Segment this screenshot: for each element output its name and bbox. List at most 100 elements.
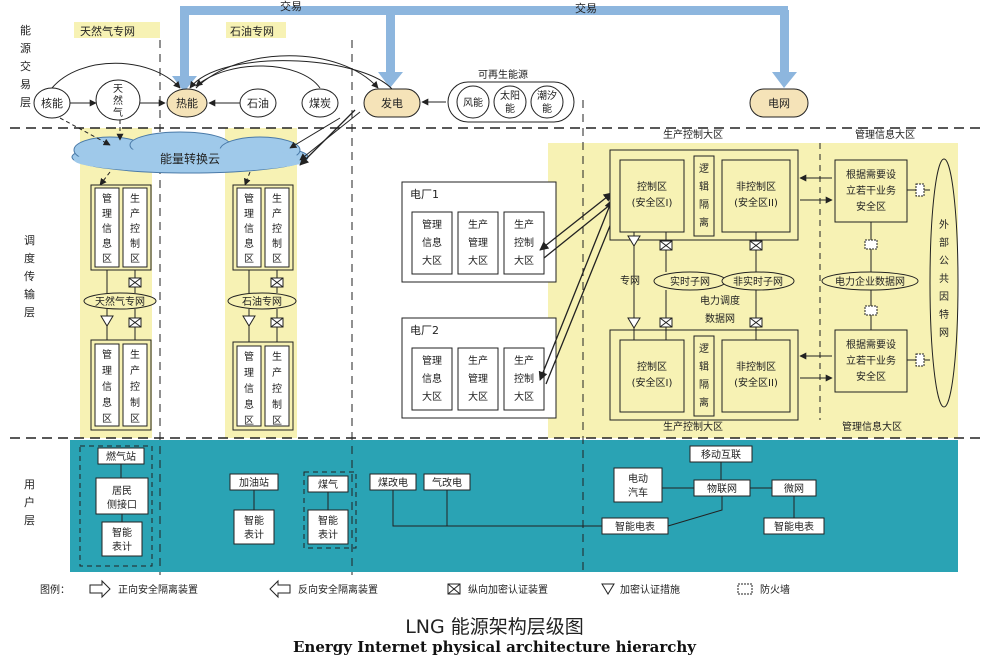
svg-text:源: 源 <box>20 41 31 55</box>
svg-text:实时子网: 实时子网 <box>670 275 710 288</box>
svg-text:逻: 逻 <box>699 343 709 355</box>
svg-text:纵向加密认证装置: 纵向加密认证装置 <box>468 583 548 596</box>
svg-text:制: 制 <box>130 237 140 250</box>
svg-text:正向安全隔离装置: 正向安全隔离装置 <box>118 583 198 596</box>
svg-text:管理: 管理 <box>468 372 488 385</box>
svg-text:加油站: 加油站 <box>239 476 269 489</box>
svg-text:移动互联: 移动互联 <box>701 448 741 461</box>
svg-text:控: 控 <box>130 222 140 235</box>
svg-text:气改电: 气改电 <box>432 476 462 489</box>
firewall-icon <box>737 583 753 595</box>
svg-text:离: 离 <box>699 396 709 409</box>
svg-text:智能: 智能 <box>112 526 132 539</box>
svg-text:控: 控 <box>130 380 140 393</box>
svg-text:表计: 表计 <box>244 528 264 541</box>
svg-text:信: 信 <box>244 383 254 395</box>
legend: 图例： 正向安全隔离装置 反向安全隔离装置 纵向加密认证装置 加密认证措施 防火… <box>40 579 790 599</box>
mgmt-info-area-top-label: 管理信息大区 <box>855 128 915 141</box>
svg-text:智能: 智能 <box>244 514 264 527</box>
caption-en: Energy Internet physical architecture hi… <box>292 638 697 656</box>
svg-text:制: 制 <box>130 396 140 409</box>
svg-text:控制区: 控制区 <box>637 360 667 373</box>
svg-text:输: 输 <box>24 287 35 301</box>
power-plant-2: 电厂2 管理 信息 大区 生产 管理 大区 生产 控制 大区 <box>401 317 557 419</box>
svg-text:用: 用 <box>24 478 35 491</box>
svg-text:控: 控 <box>272 222 282 235</box>
svg-text:户: 户 <box>24 495 35 509</box>
svg-text:生产: 生产 <box>514 218 534 231</box>
svg-text:大区: 大区 <box>468 254 488 267</box>
user-layer-band <box>70 440 958 572</box>
svg-text:石油: 石油 <box>247 96 269 110</box>
svg-text:发电: 发电 <box>381 96 403 110</box>
svg-text:制: 制 <box>272 237 282 250</box>
svg-text:电动: 电动 <box>628 472 648 485</box>
grid-lower-block: 控制区 (安全区I) 逻 辑 隔 离 非控制区 (安全区II) <box>609 329 799 421</box>
svg-text:燃气站: 燃气站 <box>106 450 136 463</box>
svg-text:智能: 智能 <box>318 514 338 527</box>
svg-text:控制: 控制 <box>514 372 534 385</box>
oil-net-top-bg <box>226 22 286 38</box>
svg-text:电网: 电网 <box>768 97 790 110</box>
svg-text:非控制区: 非控制区 <box>736 180 776 193</box>
user-oil-group: 加油站 智能 表计 <box>229 473 279 545</box>
svg-text:管: 管 <box>102 348 112 361</box>
svg-text:核能: 核能 <box>41 96 63 110</box>
svg-text:(安全区I): (安全区I) <box>632 376 673 389</box>
svg-text:根据需要设: 根据需要设 <box>846 168 896 181</box>
grid-upper-block: 控制区 (安全区I) 逻 辑 隔 离 非控制区 (安全区II) <box>609 149 799 241</box>
caption-cn: LNG 能源架构层级图 <box>405 616 584 638</box>
svg-text:管: 管 <box>244 192 254 205</box>
svg-text:隔: 隔 <box>699 199 709 211</box>
svg-text:生: 生 <box>272 192 282 205</box>
svg-text:信: 信 <box>102 381 112 393</box>
svg-text:加密认证措施: 加密认证措施 <box>620 583 680 596</box>
svg-text:可再生能源: 可再生能源 <box>478 68 528 81</box>
svg-text:传: 传 <box>24 270 35 283</box>
svg-text:热能: 热能 <box>176 96 198 110</box>
svg-text:能: 能 <box>505 102 515 115</box>
svg-text:层: 层 <box>24 306 35 319</box>
svg-text:控制: 控制 <box>514 236 534 249</box>
svg-text:专网: 专网 <box>620 274 640 287</box>
svg-text:区: 区 <box>130 253 140 265</box>
renewable-group: 可再生能源 风能 太阳 能 潮汐 能 <box>447 68 575 123</box>
svg-text:煤气: 煤气 <box>318 478 338 491</box>
svg-text:生产: 生产 <box>468 218 488 231</box>
svg-text:交: 交 <box>20 59 31 73</box>
mgmt-info-area-bottom-label: 管理信息大区 <box>842 420 902 433</box>
svg-text:石油专网: 石油专网 <box>242 295 282 308</box>
svg-text:安全区: 安全区 <box>856 370 886 383</box>
svg-text:潮汐: 潮汐 <box>537 89 557 102</box>
svg-text:外: 外 <box>939 219 949 231</box>
svg-text:防火墙: 防火墙 <box>760 583 790 596</box>
svg-text:大区: 大区 <box>422 390 442 403</box>
layer-label-user: 用 户 层 <box>24 478 35 527</box>
trade-label-right: 交易 <box>575 1 597 15</box>
svg-text:区: 区 <box>244 415 254 427</box>
svg-text:非控制区: 非控制区 <box>736 360 776 373</box>
svg-text:生: 生 <box>130 192 140 205</box>
svg-text:逻: 逻 <box>699 163 709 175</box>
energy-source-nodes: 核能 天 然 气 热能 石油 煤炭 发电 电网 <box>33 79 809 121</box>
svg-text:管理: 管理 <box>422 354 442 367</box>
gas-column: 管 理 信 息 区 生 产 控 制 区 天然气专网 管 理 信 息 区 生 产 … <box>83 184 157 431</box>
oil-column: 管 理 信 息 区 生 产 控 制 区 石油专网 管 理 信 息 区 生 产 控… <box>227 184 297 431</box>
svg-text:(安全区II): (安全区II) <box>734 196 778 209</box>
svg-text:大区: 大区 <box>514 254 534 267</box>
svg-text:区: 区 <box>272 415 282 427</box>
svg-text:根据需要设: 根据需要设 <box>846 338 896 351</box>
svg-text:表计: 表计 <box>112 540 132 553</box>
svg-text:智能电表: 智能电表 <box>774 520 814 533</box>
svg-text:安全区: 安全区 <box>856 200 886 213</box>
business-zone-upper: 根据需要设 立若干业务 安全区 <box>834 159 908 223</box>
svg-text:电厂2: 电厂2 <box>410 324 439 337</box>
svg-text:网: 网 <box>939 327 949 339</box>
svg-text:生: 生 <box>272 350 282 363</box>
svg-text:产: 产 <box>130 364 140 377</box>
gas-network-label-top: 天然气专网 <box>80 24 135 38</box>
architecture-diagram: 交易 交易 能 源 交 易 层 调 度 传 输 层 用 户 层 天然气专网 石油… <box>10 0 985 599</box>
svg-text:信息: 信息 <box>422 372 442 385</box>
svg-text:数据网: 数据网 <box>705 312 735 325</box>
svg-text:制: 制 <box>272 398 282 411</box>
